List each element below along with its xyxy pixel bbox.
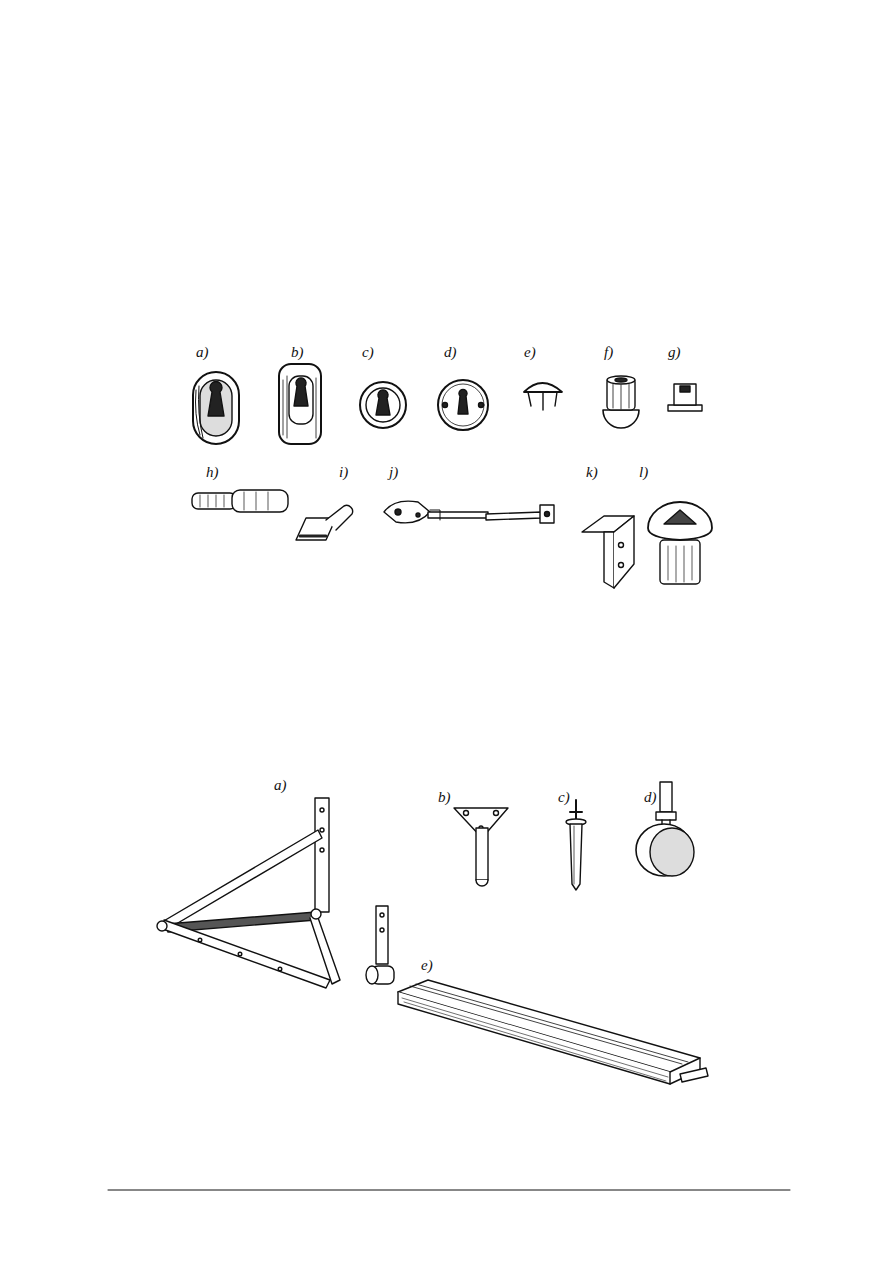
figure-letter: i) — [338, 465, 349, 480]
figure-letter: e) — [420, 958, 434, 973]
page-rule — [108, 1190, 790, 1191]
folding-stay — [157, 798, 340, 988]
figure-letter: g) — [667, 345, 682, 360]
figure-letter: c) — [361, 345, 375, 360]
rect-escutcheon — [279, 364, 321, 444]
figure-letter: d) — [443, 345, 458, 360]
drawer-runner — [366, 906, 708, 1084]
figure-letter: c) — [557, 790, 571, 805]
figure-letter: l) — [638, 465, 649, 480]
square-cap — [668, 384, 702, 411]
shelf-pin — [566, 800, 586, 890]
angled-fitting — [296, 505, 353, 540]
mushroom-button — [648, 502, 712, 584]
figure-letter: a) — [273, 778, 288, 793]
round-escutcheon — [360, 382, 406, 428]
ball-cap — [603, 376, 639, 428]
lid-stay — [384, 501, 554, 523]
figure-letter: b) — [437, 790, 452, 805]
prong-glide — [524, 383, 562, 410]
figure-letter: e) — [523, 345, 537, 360]
figure-letter: f) — [603, 345, 614, 360]
figure-letter: a) — [195, 345, 210, 360]
figure-letter: b) — [290, 345, 305, 360]
dowel — [192, 490, 288, 512]
figure-letter: h) — [205, 465, 220, 480]
angle-bracket — [582, 516, 634, 588]
shelf-pin-plate — [454, 808, 508, 886]
figure-letter: j) — [388, 465, 399, 480]
castor — [636, 782, 694, 876]
figure-letter: k) — [585, 465, 599, 480]
oval-escutcheon — [193, 372, 239, 444]
round-keyplate — [438, 380, 488, 430]
figure-letter: d) — [643, 790, 658, 805]
